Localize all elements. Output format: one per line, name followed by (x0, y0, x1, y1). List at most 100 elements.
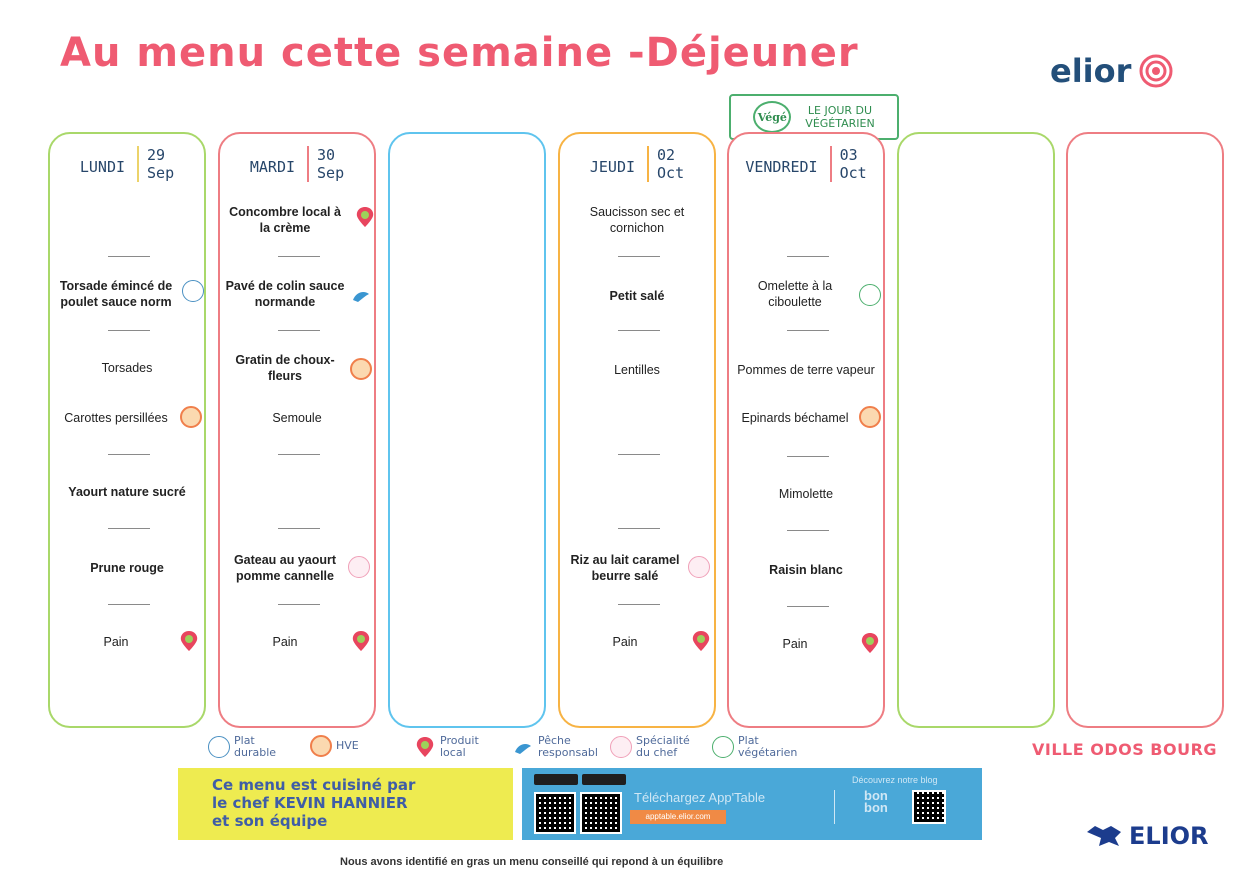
qr-code-icon[interactable] (534, 792, 576, 834)
chef-icon (688, 556, 710, 578)
dish-main: Omelette à la ciboulette (757, 279, 833, 309)
location-pin-icon (356, 207, 374, 227)
fish-plate-icon (208, 736, 230, 758)
vege-icon (859, 284, 881, 306)
separator (787, 606, 829, 607)
download-text: Téléchargez App'Table (634, 790, 766, 805)
hve-flower-icon (180, 406, 202, 428)
separator (787, 256, 829, 257)
separator (618, 528, 660, 529)
location-pin-icon (861, 633, 879, 653)
dish-vegetable: Epinards béchamel (741, 411, 849, 425)
app-promo-box: Téléchargez App'Table apptable.elior.com… (522, 768, 982, 840)
location-pin-icon (180, 631, 198, 651)
dish-vegetable: Gratin de choux-fleurs (235, 353, 335, 383)
vege-icon (712, 736, 734, 758)
hve-flower-icon (859, 406, 881, 428)
separator (278, 330, 320, 331)
blog-text: Découvrez notre blog (852, 775, 938, 785)
day-name: LUNDI (79, 158, 126, 176)
separator (278, 256, 320, 257)
legend-item-hve: HVE (310, 735, 359, 757)
day-column-empty-pink (1066, 132, 1224, 728)
vege-icon: Végé (753, 101, 792, 133)
fish-plate-icon (182, 280, 204, 302)
dish-dessert: Riz au lait caramel beurre salé (570, 553, 680, 583)
divider (834, 790, 835, 824)
dish-side: Semoule (272, 411, 322, 425)
dish-main: Torsade émincé de poulet sauce norm (59, 279, 173, 309)
fish-icon (515, 744, 531, 754)
dish-dessert: Raisin blanc (769, 563, 843, 577)
dish-dessert: Gateau au yaourt pomme cannelle (233, 553, 337, 583)
day-name: VENDREDI (745, 158, 818, 176)
separator (618, 454, 660, 455)
elior-brand-bottom: ELIOR (1085, 822, 1209, 850)
qr-code-icon[interactable] (580, 792, 622, 834)
chef-box: Ce menu est cuisiné par le chef KEVIN HA… (178, 768, 513, 840)
separator (108, 330, 150, 331)
separator (108, 604, 150, 605)
hve-flower-icon (310, 735, 332, 757)
location-pin-icon (416, 737, 434, 757)
chef-icon (348, 556, 370, 578)
separator (108, 528, 150, 529)
separator (108, 454, 150, 455)
chef-icon (610, 736, 632, 758)
dish-main: Petit salé (609, 289, 665, 303)
day-name: JEUDI (589, 158, 636, 176)
elior-bull-icon (1087, 826, 1121, 846)
separator (278, 604, 320, 605)
dish-side: Torsades (101, 361, 153, 375)
app-url-link[interactable]: apptable.elior.com (630, 810, 726, 824)
google-play-badge[interactable] (582, 774, 626, 785)
dish-bread: Pain (103, 635, 129, 649)
page-title: Au menu cette semaine -Déjeuner (60, 30, 859, 76)
dish-dessert: Prune rouge (90, 561, 164, 575)
dish-dairy: Mimolette (778, 487, 834, 501)
separator (278, 454, 320, 455)
separator (787, 330, 829, 331)
footnote-text: Nous avons identifié en gras un menu con… (340, 856, 724, 868)
separator (108, 256, 150, 257)
dish-bread: Pain (782, 637, 808, 651)
dish-bread: Pain (272, 635, 298, 649)
separator (618, 330, 660, 331)
separator (278, 528, 320, 529)
vege-banner-text: LE JOUR DU VÉGÉTARIEN (805, 104, 875, 130)
logo-text: elior (1050, 52, 1132, 90)
city-name: VILLE ODOS BOURG (1032, 740, 1218, 759)
day-column-empty-blue (388, 132, 546, 728)
separator (787, 456, 829, 457)
dish-side: Pommes de terre vapeur (737, 363, 875, 377)
location-pin-icon (352, 631, 370, 651)
day-column-empty-green (897, 132, 1055, 728)
separator (618, 604, 660, 605)
dish-starter: Concombre local à la crème (229, 205, 341, 235)
separator (787, 530, 829, 531)
hve-flower-icon (350, 358, 372, 380)
dish-starter: Saucisson sec et cornichon (589, 205, 685, 235)
separator (618, 256, 660, 257)
elior-swirl-icon (1139, 54, 1173, 88)
fish-icon (353, 292, 369, 302)
elior-logo: elior (1050, 52, 1173, 90)
qr-code-icon[interactable] (912, 790, 946, 824)
app-store-badge[interactable] (534, 774, 578, 785)
day-name: MARDI (249, 158, 296, 176)
dish-side: Lentilles (614, 363, 660, 377)
